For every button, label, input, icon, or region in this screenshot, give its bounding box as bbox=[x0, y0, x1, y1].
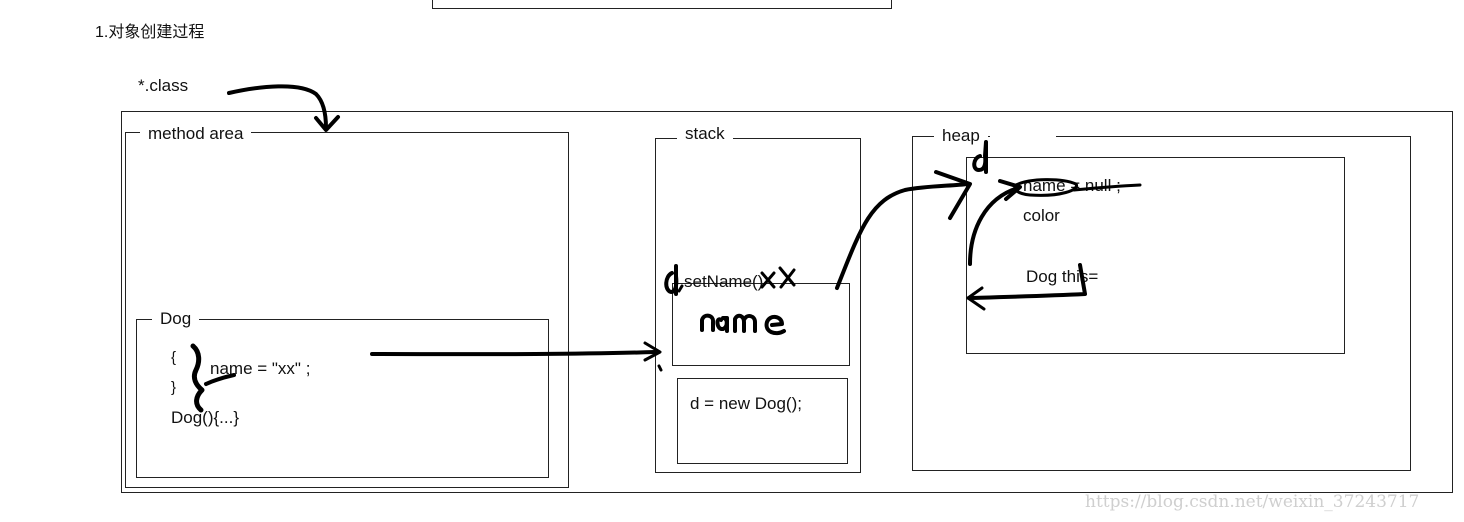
heap-null-underline bbox=[1072, 183, 1142, 192]
field-to-stack-arrowhead bbox=[643, 341, 662, 362]
field-to-stack-arrow bbox=[370, 350, 657, 357]
heap-name-circle bbox=[1013, 178, 1078, 197]
dog-brace-open: { bbox=[171, 349, 177, 366]
class-load-arrow bbox=[227, 84, 328, 130]
handwritten-d-stack-tail bbox=[677, 284, 684, 293]
this-reference-bracket bbox=[967, 263, 1087, 300]
stack-to-heap-arrow bbox=[835, 182, 970, 290]
diagram-heading: 1.对象创建过程 bbox=[95, 24, 205, 41]
heap-box bbox=[912, 136, 1411, 471]
handwritten-d-heap bbox=[972, 140, 988, 174]
heap-label: heap bbox=[934, 126, 988, 146]
class-file-label: *.class bbox=[138, 76, 189, 95]
dog-brace-scribble bbox=[190, 343, 205, 413]
top-partial-box bbox=[432, 0, 892, 9]
stack-edge-tick bbox=[657, 364, 663, 372]
dog-object-box bbox=[966, 157, 1345, 354]
dog-field-pointer bbox=[204, 373, 236, 386]
this-to-name-curve bbox=[968, 186, 1020, 266]
heap-top-border-gap bbox=[990, 130, 1056, 142]
stack-box bbox=[655, 138, 861, 473]
method-area-label: method area bbox=[140, 124, 252, 144]
dog-constructor: Dog(){...} bbox=[171, 408, 240, 427]
stack-to-heap-arrowhead bbox=[934, 170, 972, 220]
stack-label: stack bbox=[677, 124, 733, 144]
dog-name-field: name = "xx" ; bbox=[210, 359, 311, 378]
handwritten-xx bbox=[760, 266, 796, 289]
setname-frame-label: setName() bbox=[684, 272, 764, 291]
this-reference-arrowhead bbox=[966, 286, 986, 311]
handwritten-name-param bbox=[700, 313, 786, 336]
heap-color-field: color bbox=[1023, 206, 1060, 225]
dog-class-box bbox=[136, 319, 549, 478]
jvm-memory-outer-box bbox=[121, 111, 1453, 493]
setname-frame-box bbox=[672, 283, 850, 366]
method-area-box bbox=[125, 132, 569, 488]
main-frame-box bbox=[677, 378, 848, 464]
this-to-name-arrowhead bbox=[998, 179, 1022, 201]
handwritten-d-stack bbox=[664, 264, 679, 296]
watermark-url: https://blog.csdn.net/weixin_37243717 bbox=[1085, 492, 1420, 512]
dog-class-label: Dog bbox=[152, 309, 200, 329]
dog-brace-close: } bbox=[171, 379, 177, 396]
class-load-arrowhead bbox=[314, 115, 340, 132]
main-frame-statement: d = new Dog(); bbox=[690, 394, 802, 413]
